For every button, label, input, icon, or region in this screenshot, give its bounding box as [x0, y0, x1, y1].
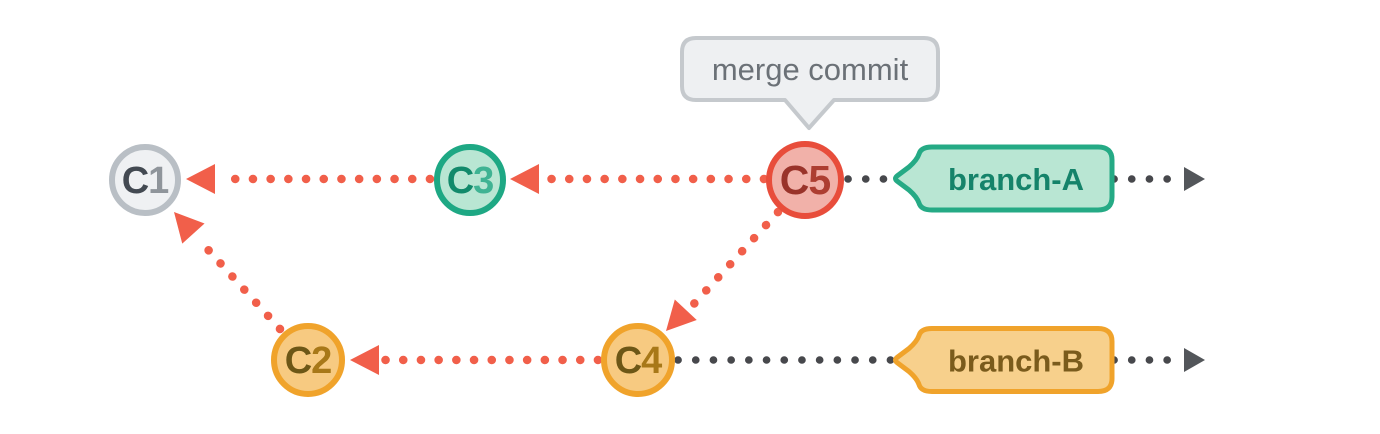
commit-node-c1: C1: [109, 144, 181, 216]
edge-dots: [687, 207, 783, 311]
commit-c1-circle: [109, 144, 181, 216]
commit-c4-label: C4: [615, 340, 662, 382]
parent-edge-c4-to-c2: [350, 345, 603, 375]
branch-b-tag-label: branch-B: [948, 344, 1084, 379]
commit-c3-label: C3: [447, 160, 494, 202]
commit-c5-label: C5: [780, 157, 831, 203]
parent-edge-c5-to-c3: [510, 164, 769, 194]
commit-c3-circle: [434, 144, 506, 216]
timeline-branch-b: [674, 348, 1205, 372]
parent-edge-c2-to-c1: [162, 201, 285, 334]
commit-c2-circle: [271, 323, 345, 397]
commit-c2-label: C2: [285, 340, 332, 382]
commit-node-c3: C3: [434, 144, 506, 216]
tooltip-bubble: [680, 36, 940, 130]
parent-arrowhead-icon: [186, 164, 215, 194]
commit-node-c2: C2: [271, 323, 345, 397]
commit-node-c5: C5: [766, 141, 844, 219]
timeline-a-arrow-icon: [1184, 167, 1205, 191]
commit-c5-circle: [766, 141, 844, 219]
tooltip-text: merge commit: [712, 52, 909, 87]
parent-edge-c3-to-c1: [186, 164, 435, 194]
parent-edge-c5-to-c4: [655, 207, 783, 342]
branch-a-tag: branch-A: [896, 147, 1113, 210]
commit-c1-label: C1: [122, 160, 169, 202]
parent-arrowhead-icon: [162, 201, 205, 244]
commit-c4-circle: [601, 323, 675, 397]
timeline-b-arrow-icon: [1184, 348, 1205, 372]
branch-a-tag-label: branch-A: [948, 162, 1084, 197]
edge-dots: [197, 238, 285, 334]
merge-commit-tooltip: merge commit: [680, 36, 940, 130]
branch-b-tag: branch-B: [896, 329, 1113, 392]
parent-arrowhead-icon: [350, 345, 379, 375]
parent-arrowhead-icon: [510, 164, 539, 194]
commit-node-c4: C4: [601, 323, 675, 397]
